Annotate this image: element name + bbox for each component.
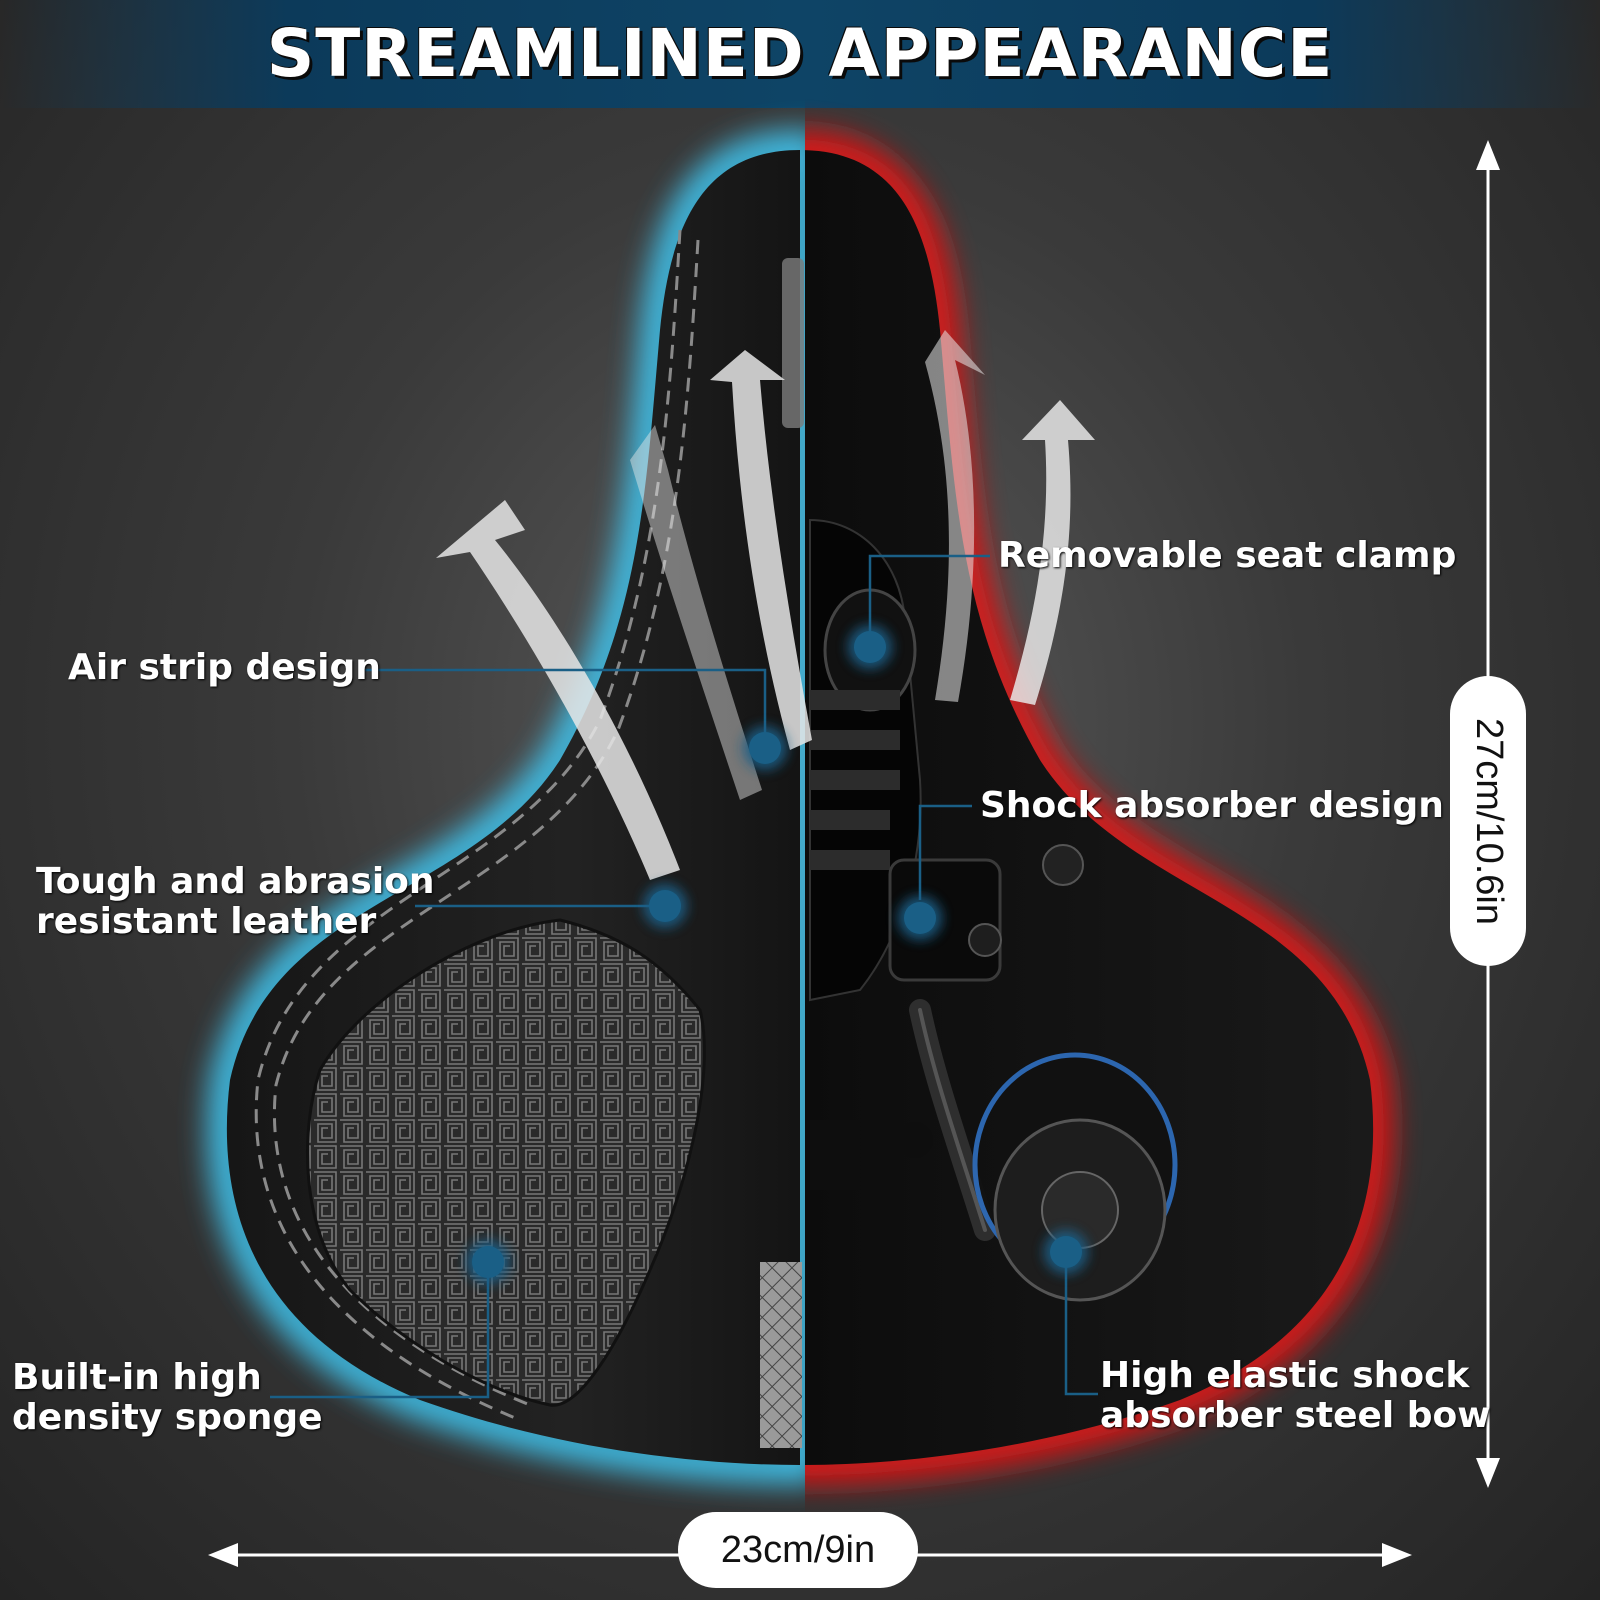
airflow-arrows <box>436 330 1095 880</box>
label-sponge-line1: Built-in high <box>12 1357 262 1398</box>
sponge-leader <box>270 1262 490 1399</box>
label-air-strip: Air strip design <box>68 647 381 688</box>
label-steel-bow-line1: High elastic shock <box>1100 1355 1470 1396</box>
label-steel-bow-line2: absorber steel bow <box>1100 1395 1491 1436</box>
callout-dots <box>466 625 1088 1284</box>
width-dimension-text: 23cm/9in <box>720 1528 876 1571</box>
textured-panel <box>306 918 706 1407</box>
label-shock-absorber: Shock absorber design <box>980 785 1444 826</box>
callout-lines <box>270 554 1098 1399</box>
label-leather-line2: resistant leather <box>36 901 377 942</box>
clamp-leader <box>868 554 990 647</box>
shock-leader <box>918 804 972 900</box>
label-seat-clamp: Removable seat clamp <box>998 535 1457 576</box>
stitching-outer <box>254 229 682 1422</box>
underside-structure <box>809 518 1178 1302</box>
length-dimension-badge: 27cm/10.6in <box>1450 676 1526 966</box>
air-strip-leader <box>365 668 767 748</box>
rear-reflector <box>760 1262 802 1448</box>
stitching-inner <box>272 239 700 1407</box>
length-dimension-text: 27cm/10.6in <box>1467 717 1510 925</box>
title-banner <box>0 0 1600 108</box>
bow-leader <box>1064 1252 1098 1396</box>
label-leather-line1: Tough and abrasion <box>36 861 435 902</box>
page-title: STREAMLINED APPEARANCE <box>266 15 1334 92</box>
nose-reflector <box>782 258 804 428</box>
width-dimension-badge: 23cm/9in <box>678 1512 918 1588</box>
label-sponge-line2: density sponge <box>12 1397 323 1438</box>
